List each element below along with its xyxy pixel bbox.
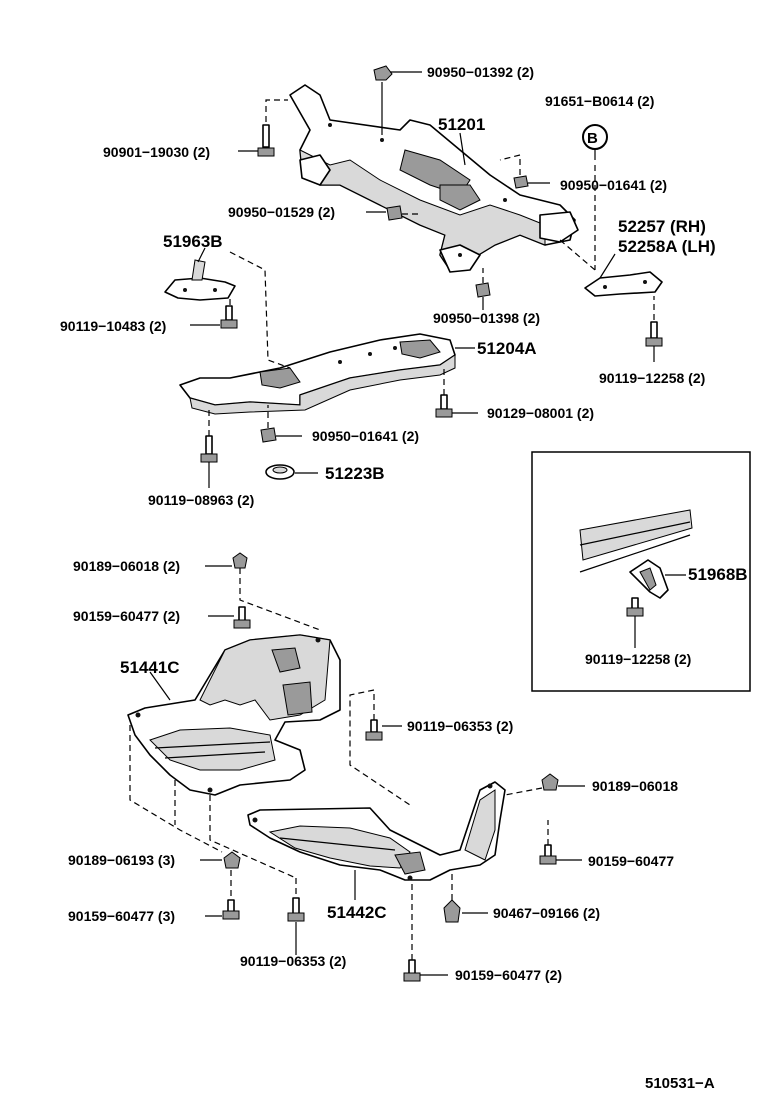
label-90950-01641-mid: 90950−01641 (2): [312, 428, 419, 444]
label-90119-06353-b: 90119−06353 (2): [240, 953, 346, 969]
part-52257-bracket: [584, 271, 663, 297]
bolt-icon: [233, 606, 251, 629]
clip-icon: [232, 552, 248, 569]
bolt-icon: [257, 124, 275, 157]
part-51201-crossmember: [289, 84, 579, 273]
label-51442C: 51442C: [327, 903, 387, 922]
part-51442C-cover: [247, 781, 506, 881]
label-90129-08001: 90129−08001 (2): [487, 405, 594, 421]
leader-lines: [129, 71, 655, 976]
label-90119-10483: 90119−10483 (2): [60, 318, 166, 334]
label-90119-12258-inset: 90119−12258 (2): [585, 651, 691, 667]
bolt-icon: [435, 394, 453, 418]
bolt-icon: [645, 321, 663, 347]
label-90119-12258-a: 90119−12258 (2): [599, 370, 705, 386]
label-90189-06193: 90189−06193 (3): [68, 852, 175, 868]
label-51441C: 51441C: [120, 658, 180, 677]
label-91651-B0614: 91651−B0614 (2): [545, 93, 654, 109]
bolt-icon: [200, 435, 218, 463]
diagram-id: 510531−A: [645, 1075, 715, 1092]
part-51204A-crossmember: [179, 333, 456, 415]
fasteners: [200, 65, 663, 982]
label-51201: 51201: [438, 115, 485, 134]
label-90119-08963: 90119−08963 (2): [148, 492, 254, 508]
label-90950-01641-top: 90950−01641 (2): [560, 177, 667, 193]
label-90119-06353-r: 90119−06353 (2): [407, 718, 513, 734]
inset-detail: [531, 451, 751, 692]
clip-icon: [223, 851, 241, 869]
label-51963B: 51963B: [163, 232, 223, 251]
label-90950-01392: 90950−01392 (2): [427, 64, 534, 80]
label-90159-60477: 90159−60477: [588, 853, 674, 869]
bolt-icon: [220, 305, 238, 329]
bolt-icon: [287, 897, 305, 922]
nut-icon: [475, 282, 491, 298]
clip-icon: [541, 773, 559, 791]
label-51223B: 51223B: [325, 464, 385, 483]
label-90159-60477-b: 90159−60477 (2): [455, 967, 562, 983]
label-90950-01398: 90950−01398 (2): [433, 310, 540, 326]
label-callout-b: B: [587, 130, 598, 147]
label-90159-60477-3: 90159−60477 (3): [68, 908, 175, 924]
nut-icon: [373, 65, 393, 81]
part-51223B-pad: [265, 464, 295, 480]
label-90901-19030: 90901−19030 (2): [103, 144, 210, 160]
label-90467-09166: 90467−09166 (2): [493, 905, 600, 921]
part-labels: 90950−01392 (2) 91651−B0614 (2) B 51201 …: [60, 64, 748, 1092]
part-51963B-bracket: [164, 259, 236, 301]
label-51968B: 51968B: [688, 565, 748, 584]
label-52257: 52257 (RH): [618, 217, 706, 236]
part-51441C-cover: [127, 634, 341, 796]
label-90189-06018-2: 90189−06018 (2): [73, 558, 180, 574]
label-90950-01529: 90950−01529 (2): [228, 204, 335, 220]
bolt-icon: [539, 844, 557, 865]
label-90159-60477-2: 90159−60477 (2): [73, 608, 180, 624]
label-51204A: 51204A: [477, 339, 537, 358]
nut-icon: [260, 427, 277, 443]
bolt-icon: [403, 959, 421, 982]
label-90189-06018: 90189−06018: [592, 778, 678, 794]
bolt-icon: [222, 899, 240, 920]
label-52258A: 52258A (LH): [618, 237, 716, 256]
bolt-icon: [365, 719, 383, 741]
grommet-icon: [443, 899, 461, 923]
nut-icon: [386, 205, 403, 221]
nut-icon: [513, 175, 529, 189]
